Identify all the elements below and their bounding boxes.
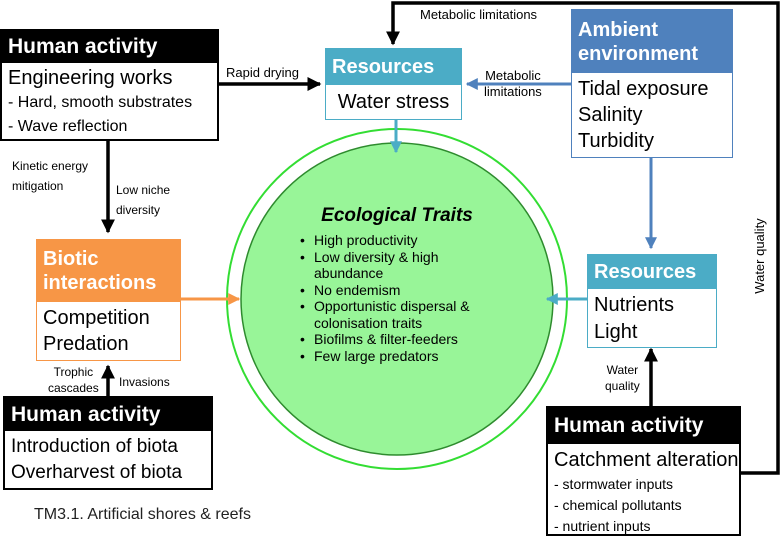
label-kinetic-line: Kinetic energy [12,159,89,173]
label-rapid-drying: Rapid drying [226,65,299,80]
human-activity-engineering-title: Human activity [2,31,217,63]
resources-water-title: Resources [326,49,461,85]
label-metabolic-side: Metabolic limitations [484,68,542,100]
biotic-interactions-body: Competition Predation [37,305,180,360]
biota-line: Introduction of biota [11,436,178,457]
resources-nutrients-line: Light [594,321,638,343]
label-low-niche-line: Low niche [116,183,171,197]
arrow-metabolic-top [386,1,780,475]
biotic-line: Predation [43,333,129,355]
ambient-environment-body: Tidal exposure Salinity Turbidity [572,76,732,157]
catchment-line: - chemical pollutants [554,497,682,513]
catchment-line: - stormwater inputs [554,476,674,492]
resources-water-body: Water stress [326,86,461,119]
label-metabolic-top: Metabolic limitations [420,7,538,22]
biotic-title-line: Biotic [43,248,99,270]
ecological-traits-list: High productivity Low diversity & high a… [300,232,500,364]
label-trophic-line: Trophic [53,365,94,379]
trait-item: Opportunistic dispersal & colonisation t… [300,298,500,331]
resources-water-line: Water stress [337,91,450,113]
engineering-line: - Hard, smooth substrates [8,94,193,111]
label-water-quality-line: quality [605,379,640,393]
biotic-interactions-box: Biotic interactions Competition Predatio… [36,239,181,361]
engineering-line: - Wave reflection [8,118,128,135]
figure-caption: TM3.1. Artificial shores & reefs [34,506,251,523]
engineering-line: Engineering works [8,67,173,89]
human-activity-biota-body: Introduction of biota Overharvest of bio… [5,434,211,488]
ambient-environment-title: Ambient environment [572,10,732,73]
label-kinetic-energy: Kinetic energy mitigation [12,156,88,196]
ambient-line: Salinity [578,104,643,126]
ambient-environment-box: Ambient environment Tidal exposure Salin… [571,9,733,158]
trait-item: Biofilms & filter-feeders [300,331,500,348]
human-activity-biota-title: Human activity [5,398,211,431]
label-kinetic-line: mitigation [12,179,64,193]
ecological-traits-title: Ecological Traits [321,205,473,226]
human-activity-catchment-body: Catchment alteration - stormwater inputs… [548,447,739,534]
resources-nutrients-title: Resources [588,255,716,289]
resources-nutrients-line: Nutrients [594,294,675,316]
human-activity-catchment-title: Human activity [548,408,739,444]
ambient-title-line: environment [578,42,699,65]
label-water-quality-line: Water [606,363,639,377]
catchment-line: Catchment alteration [554,449,739,471]
human-activity-catchment-box: Human activity Catchment alteration - st… [546,406,741,536]
biotic-title-line: interactions [43,272,157,294]
human-activity-engineering-box: Human activity Engineering works - Hard,… [0,29,219,141]
biota-line: Overharvest of biota [11,462,183,483]
label-invasions: Invasions [119,375,170,389]
label-water-quality-bottom: Water quality [605,362,640,394]
ambient-title-line: Ambient [578,18,658,41]
catchment-line: - nutrient inputs [554,518,651,534]
label-low-niche-line: diversity [116,203,161,217]
trait-item: Few large predators [300,348,500,365]
biotic-line: Competition [43,307,150,329]
ambient-line: Turbidity [578,130,654,152]
resources-water-box: Resources Water stress [325,48,462,120]
resources-nutrients-box: Resources Nutrients Light [587,254,717,348]
label-trophic-line: cascades [48,381,99,395]
human-activity-engineering-body: Engineering works - Hard, smooth substra… [2,65,217,139]
trait-item: High productivity [300,232,500,249]
label-low-niche: Low niche diversity [116,180,170,220]
ambient-line: Tidal exposure [578,78,709,100]
resources-nutrients-body: Nutrients Light [588,292,716,347]
trait-item: No endemism [300,282,500,299]
trait-item: Low diversity & high abundance [300,249,500,282]
label-metabolic-side-line: Metabolic [485,68,541,83]
biotic-interactions-title: Biotic interactions [37,240,180,302]
label-metabolic-side-line: limitations [484,84,542,99]
human-activity-biota-box: Human activity Introduction of biota Ove… [3,396,213,490]
label-water-quality-right: Water quality [752,218,767,294]
label-trophic-cascades: Trophic cascades [48,364,99,396]
